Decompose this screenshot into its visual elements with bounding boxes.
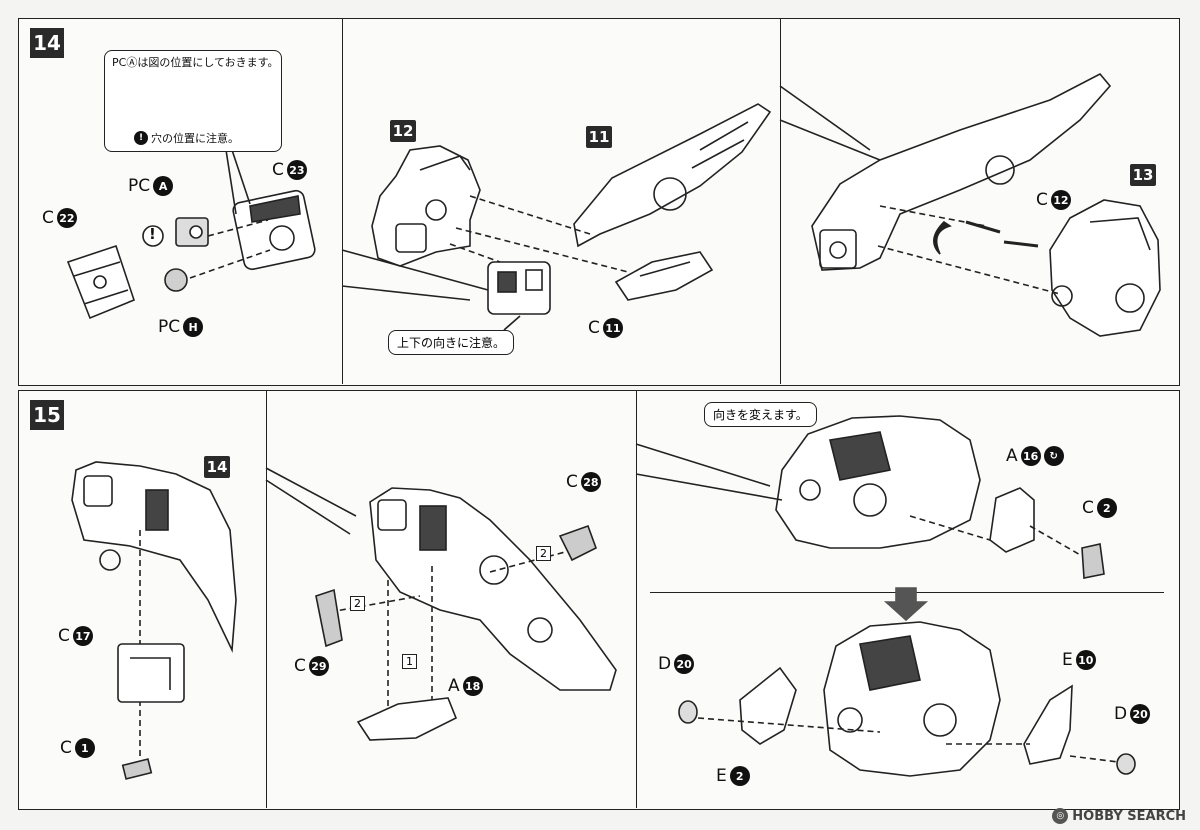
part-label-c12-letter: C	[1036, 190, 1048, 210]
hobby-search-watermark: ◎ HOBBY SEARCH	[1052, 808, 1186, 824]
part-label-c2-number: 2	[1096, 498, 1117, 518]
part-label-c28: C 28	[566, 472, 601, 492]
part-label-pc-h-letter: PC	[158, 317, 181, 337]
part-label-pc-a-letter: PC	[128, 176, 151, 196]
part-label-c12-number: 12	[1050, 190, 1071, 210]
part-label-c11: C 11	[588, 318, 623, 338]
part-label-d20-right-letter: D	[1114, 704, 1128, 724]
attention-icon-pc-a: !	[149, 225, 156, 243]
part-label-a16-number: 16	[1020, 446, 1041, 466]
part-label-c1: C 1	[60, 738, 95, 758]
part-label-a18-letter: A	[448, 676, 460, 696]
subassembly-12: 12	[390, 120, 416, 142]
hole-position-text: 穴の位置に注意。	[151, 132, 239, 145]
part-label-c23-number: 23	[286, 160, 307, 180]
step-15-divider-1	[266, 390, 267, 808]
part-label-c17-number: 17	[72, 626, 93, 646]
part-label-c23-letter: C	[272, 160, 284, 180]
part-label-c29: C 29	[294, 656, 329, 676]
pc-a-position-note: PCⒶは図の位置にしておきます。	[112, 56, 279, 69]
subassembly-13: 13	[1130, 164, 1156, 186]
part-label-c2-letter: C	[1082, 498, 1094, 518]
subassembly-14: 14	[204, 456, 230, 478]
part-label-a18: A 18	[448, 676, 483, 696]
part-label-c17: C 17	[58, 626, 93, 646]
part-label-pc-a: PC A	[128, 176, 174, 196]
part-label-e2-number: 2	[729, 766, 750, 786]
step-number-15: 15	[30, 400, 64, 430]
part-label-e2: E 2	[716, 766, 750, 786]
part-label-d20-left-letter: D	[658, 654, 672, 674]
part-label-e10-letter: E	[1062, 650, 1073, 670]
part-label-a16: A 16 ↻	[1006, 446, 1064, 466]
sequence-mark-2-left: 2	[350, 596, 365, 611]
part-label-c1-number: 1	[74, 738, 95, 758]
part-label-c22: C 22	[42, 208, 77, 228]
step-15-divider-2	[636, 390, 637, 808]
part-label-d20-right-number: 20	[1130, 704, 1151, 724]
part-label-c22-number: 22	[56, 208, 77, 228]
watermark-brand: HOBBY SEARCH	[1072, 808, 1186, 824]
part-label-a18-number: 18	[462, 676, 483, 696]
step-number-14: 14	[30, 28, 64, 58]
step-14-divider-1	[342, 18, 343, 384]
part-label-c29-number: 29	[308, 656, 329, 676]
part-label-c11-letter: C	[588, 318, 600, 338]
part-label-c2: C 2	[1082, 498, 1117, 518]
part-label-c28-letter: C	[566, 472, 578, 492]
part-label-d20-left-number: 20	[674, 654, 695, 674]
part-label-e10-number: 10	[1075, 650, 1096, 670]
part-label-c22-letter: C	[42, 208, 54, 228]
part-label-e2-letter: E	[716, 766, 727, 786]
part-label-a16-letter: A	[1006, 446, 1018, 466]
part-label-pc-h: PC H	[158, 317, 204, 337]
rotate-icon: ↻	[1043, 446, 1064, 466]
attention-icon-hole: !	[134, 131, 148, 145]
up-down-orientation-note: 上下の向きに注意。	[388, 330, 515, 355]
part-label-c17-letter: C	[58, 626, 70, 646]
part-label-c1-letter: C	[60, 738, 72, 758]
step-14-divider-2	[780, 18, 781, 384]
change-direction-note: 向きを変えます。	[704, 402, 817, 427]
part-label-e10: E 10	[1062, 650, 1096, 670]
part-label-c12: C 12	[1036, 190, 1071, 210]
hole-position-note: ! 穴の位置に注意。	[134, 130, 239, 146]
part-label-c23: C 23	[272, 160, 307, 180]
part-label-pc-a-letter-circle: A	[153, 176, 174, 196]
subassembly-11: 11	[586, 126, 612, 148]
pc-a-position-callout	[104, 50, 282, 152]
watermark-logo-icon: ◎	[1052, 808, 1069, 824]
part-label-pc-h-letter-circle: H	[183, 317, 204, 337]
sequence-mark-2-right: 2	[536, 546, 551, 561]
part-label-d20-right: D 20	[1114, 704, 1151, 724]
part-label-c11-number: 11	[602, 318, 623, 338]
sequence-mark-1: 1	[402, 654, 417, 669]
part-label-c28-number: 28	[580, 472, 601, 492]
part-label-c29-letter: C	[294, 656, 306, 676]
part-label-d20-left: D 20	[658, 654, 695, 674]
